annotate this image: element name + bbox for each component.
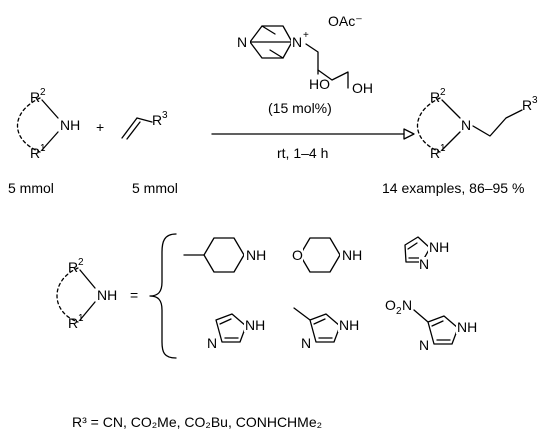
plus-sign: + (96, 119, 104, 135)
svg-text:NH: NH (457, 319, 477, 335)
amine-morpholine: O NH (291, 237, 362, 273)
catalyst-oh-1: HO (309, 76, 330, 92)
svg-text:R: R (430, 89, 440, 105)
amine-definition: R 2 NH R 1 (56, 257, 117, 331)
amine-reactant: R 2 NH R 1 (16, 87, 80, 161)
svg-text:NH: NH (429, 239, 449, 255)
r3-substituent-list: R³ = CN, CO₂Me, CO₂Bu, CONHCHMe₂ (72, 414, 322, 430)
catalyst-n-right: N (292, 34, 302, 50)
amine-nitroimidazole: O 2 N NH N (385, 297, 477, 353)
svg-text:R: R (430, 145, 440, 161)
svg-text:2: 2 (440, 87, 446, 98)
reaction-yield-summary: 14 examples, 86–95 % (382, 180, 524, 196)
svg-text:NH: NH (245, 317, 265, 333)
amine-methylimidazole: NH N (293, 307, 359, 351)
svg-text:2: 2 (78, 257, 84, 268)
svg-text:NH: NH (342, 247, 362, 263)
alkene-amount: 5 mmol (132, 180, 178, 196)
alkene-r3: R (152, 112, 162, 128)
svg-text:3: 3 (532, 95, 538, 106)
svg-text:R: R (68, 259, 78, 275)
amine-nh: NH (60, 117, 80, 133)
svg-text:N: N (419, 256, 429, 272)
svg-text:1: 1 (440, 143, 446, 154)
catalyst-oh-2: OH (352, 80, 373, 96)
svg-text:NH: NH (246, 247, 266, 263)
catalyst-amount: (15 mol%) (268, 100, 332, 116)
svg-text:NH: NH (97, 287, 117, 303)
reaction-conditions: rt, 1–4 h (277, 145, 328, 161)
svg-text:R: R (68, 315, 78, 331)
product-r3: R (522, 97, 532, 113)
amine-pyrazole: NH N (404, 236, 449, 272)
svg-text:2: 2 (40, 87, 46, 98)
svg-text:2: 2 (396, 306, 402, 317)
svg-text:N: N (207, 335, 217, 351)
svg-text:1: 1 (40, 143, 46, 154)
svg-text:NH: NH (339, 317, 359, 333)
svg-text:N: N (402, 297, 412, 313)
catalyst-anion: OAc⁻ (328, 13, 363, 29)
amine-r2: R (30, 89, 40, 105)
product-n: N (461, 117, 471, 133)
svg-text:N: N (301, 335, 311, 351)
svg-text:N: N (419, 337, 429, 353)
reaction-arrow (211, 128, 415, 140)
catalyst-plus-charge: + (303, 30, 309, 41)
amine-amount: 5 mmol (8, 180, 54, 196)
svg-text:O: O (385, 297, 396, 313)
catalyst-structure: N N + HO OH OAc⁻ (236, 13, 373, 96)
alkene-reactant: R 3 (121, 110, 168, 140)
svg-text:3: 3 (162, 110, 168, 121)
equals-sign: = (130, 287, 138, 303)
svg-text:1: 1 (78, 313, 84, 324)
product-structure: R 2 N R 1 R 3 (416, 87, 538, 161)
amine-piperidinyl: NH (183, 237, 266, 273)
svg-text:O: O (292, 247, 303, 263)
amine-imidazole: NH N (207, 313, 265, 351)
curly-brace (149, 233, 177, 359)
catalyst-n-left: N (237, 34, 247, 50)
amine-r1: R (30, 145, 40, 161)
